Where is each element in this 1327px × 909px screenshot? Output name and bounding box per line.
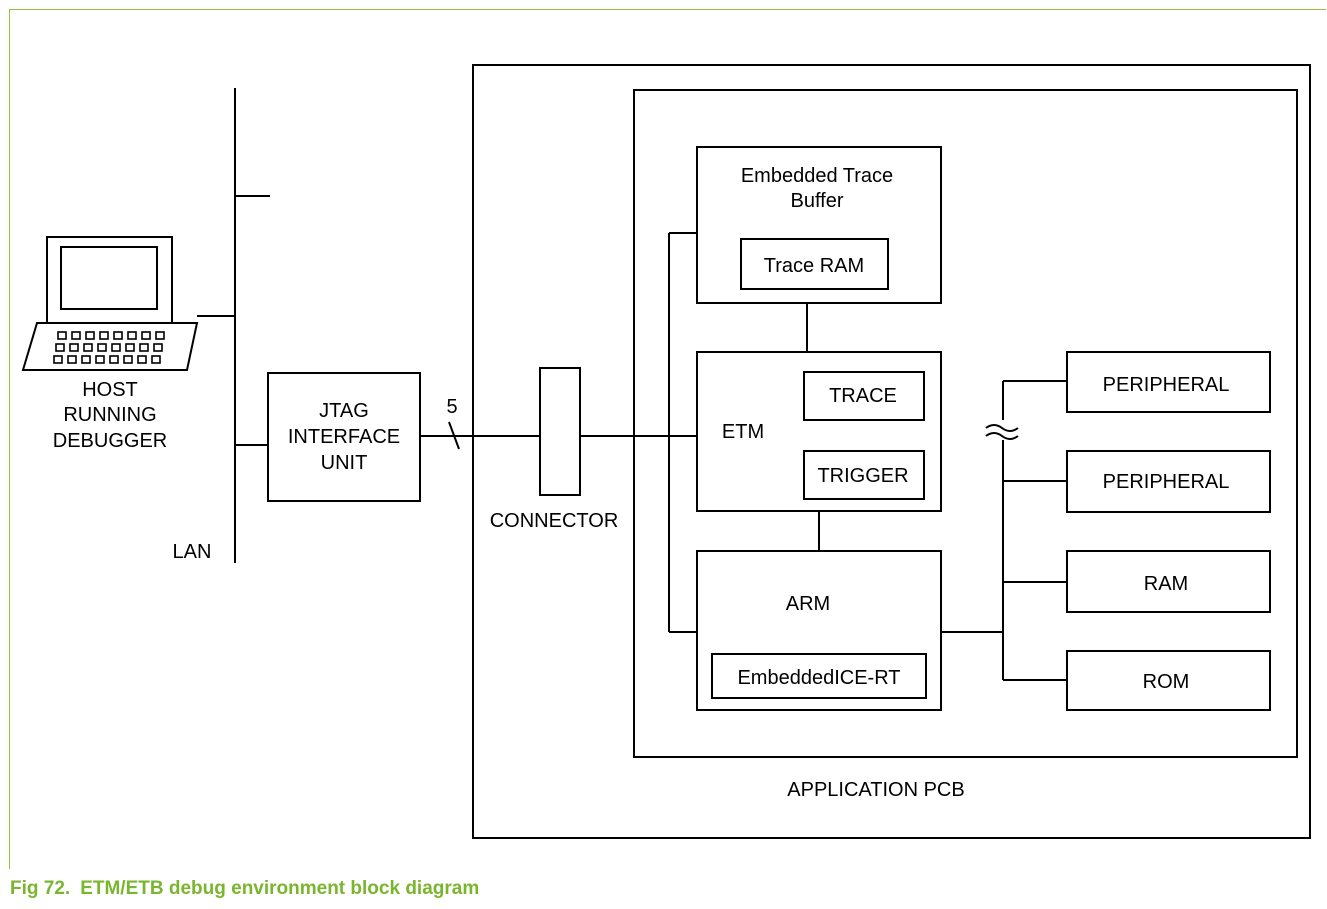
figure-frame (9, 9, 1326, 869)
keyboard-key (127, 331, 137, 340)
jtag-label-line-1: JTAG (319, 400, 369, 422)
keyboard-key (153, 343, 163, 352)
connector-box (539, 367, 581, 496)
trace-label: TRACE (829, 385, 897, 407)
keyboard-key (139, 343, 149, 352)
rom-box (1066, 650, 1271, 711)
embedded-ice-label: EmbeddedICE-RT (737, 667, 900, 689)
embedded-ice-box (711, 653, 927, 699)
jtag-label-line-3: UNIT (321, 452, 368, 474)
etm-label: ETM (722, 421, 764, 443)
figure-caption: Fig 72. ETM/ETB debug environment block d… (10, 878, 479, 900)
trigger-box (803, 450, 925, 500)
peripheral-2-box (1066, 450, 1271, 513)
keyboard-key (81, 355, 91, 364)
host-label-line-3: DEBUGGER (53, 430, 167, 452)
application-pcb-box (472, 64, 1311, 839)
keyboard-key (113, 331, 123, 340)
keyboard-key (55, 343, 65, 352)
keyboard-key (97, 343, 107, 352)
bus-width-label: 5 (446, 396, 457, 418)
keyboard-key (123, 355, 133, 364)
keyboard-key (151, 355, 161, 364)
figure-title: ETM/ETB debug environment block diagram (80, 878, 480, 899)
peripheral-2-label: PERIPHERAL (1103, 471, 1230, 493)
trace-ram-label: Trace RAM (764, 255, 864, 277)
connector-label: CONNECTOR (490, 510, 619, 532)
arm-box (696, 550, 942, 711)
trace-box (803, 371, 925, 421)
ram-label: RAM (1144, 573, 1188, 595)
rom-label: ROM (1143, 671, 1190, 693)
etb-label-line-1: Embedded Trace (741, 165, 893, 187)
keyboard-key (53, 355, 63, 364)
peripheral-1-box (1066, 351, 1271, 413)
keyboard-key (67, 355, 77, 364)
host-computer-icon (21, 236, 199, 371)
chip-box (633, 89, 1298, 758)
keyboard-key (69, 343, 79, 352)
trace-ram-box (740, 238, 889, 290)
keyboard-key (85, 331, 95, 340)
keyboard-key (125, 343, 135, 352)
etb-box (696, 146, 942, 304)
jtag-label-line-2: INTERFACE (288, 426, 400, 448)
keyboard-key (111, 343, 121, 352)
host-label-line-1: HOST (82, 379, 138, 401)
bus-break-symbol (985, 424, 1019, 440)
keyboard-key (137, 355, 147, 364)
host-label-line-2: RUNNING (63, 404, 156, 426)
keyboard-key (57, 331, 67, 340)
keyboard-key (141, 331, 151, 340)
keyboard-key (95, 355, 105, 364)
etb-label-line-2: Buffer (791, 190, 844, 212)
peripheral-1-label: PERIPHERAL (1103, 374, 1230, 396)
bus-width-slash (448, 421, 460, 450)
figure-number: Fig 72. (10, 878, 71, 899)
keyboard-key (109, 355, 119, 364)
keyboard-key (83, 343, 93, 352)
arm-label: ARM (786, 593, 830, 615)
keyboard-key (99, 331, 109, 340)
keyboard-key (71, 331, 81, 340)
ram-box (1066, 550, 1271, 613)
application-pcb-label: APPLICATION PCB (787, 779, 964, 801)
lan-label: LAN (173, 541, 212, 563)
trigger-label: TRIGGER (817, 465, 908, 487)
keyboard-key (155, 331, 165, 340)
